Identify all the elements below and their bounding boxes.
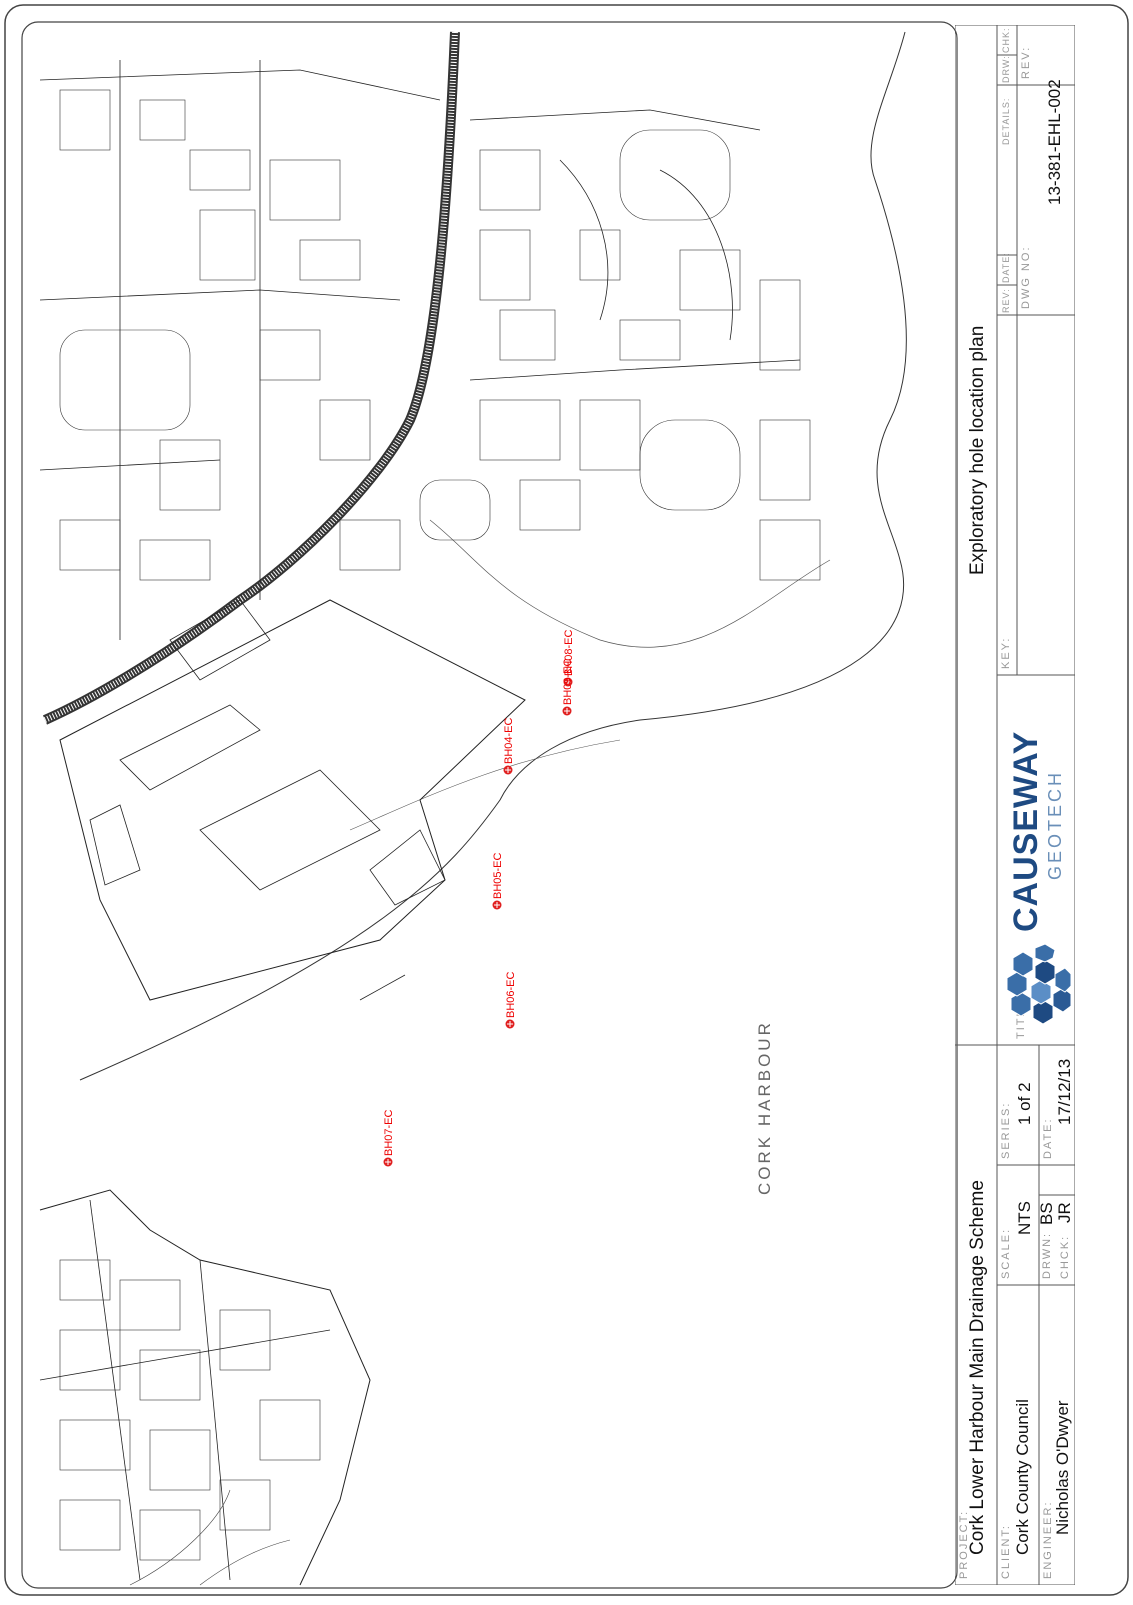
title-cell: TITLE: Exploratory hole location plan xyxy=(955,25,1027,1045)
dwg-no-cell: DWG NO: 13-381-EHL-002 xyxy=(1017,79,1075,315)
chk-cell: CHK: xyxy=(997,25,1017,55)
logo-sub-text: GEOTECH xyxy=(1045,769,1065,880)
dwg-no-value: 13-381-EHL-002 xyxy=(1045,79,1064,205)
borehole-label: BH06-EC xyxy=(505,971,517,1018)
engineer-name: Nicholas O'Dwyer xyxy=(1053,1400,1072,1535)
dock-building xyxy=(89,804,141,886)
tidal-line xyxy=(429,519,831,648)
railway xyxy=(42,31,460,725)
engineer-cell: ENGINEER: Nicholas O'Dwyer xyxy=(1039,1285,1075,1585)
drawn-label: DRWN: xyxy=(1041,1231,1053,1279)
south-shoreline xyxy=(39,1189,371,1586)
borehole-marker-bh09-ec: BH09-EC xyxy=(562,658,574,716)
logo-main-text: CAUSEWAY xyxy=(1007,730,1045,932)
drw-cell: DRW: xyxy=(997,55,1017,85)
channel-line xyxy=(349,739,621,831)
series-label: SERIES: xyxy=(1000,1101,1012,1159)
drawn-value: BS xyxy=(1037,1202,1056,1225)
date-cell: DATE: 17/12/13 xyxy=(1039,1045,1075,1165)
scale-value: NTS xyxy=(1015,1201,1034,1235)
client-name: Cork County Council xyxy=(1013,1399,1032,1555)
rev2-label: REV: xyxy=(1020,45,1032,79)
rev-cell: REV: xyxy=(997,285,1017,315)
series-value: 1 of 2 xyxy=(1015,1082,1034,1125)
drw-label: DRW: xyxy=(1001,55,1011,83)
details-cell: DETAILS: xyxy=(997,85,1017,255)
date-label: DATE: xyxy=(1042,1117,1054,1159)
rev-label: REV: xyxy=(1001,288,1011,313)
key-cell: KEY: xyxy=(997,315,1075,675)
date-value: 17/12/13 xyxy=(1055,1058,1074,1125)
railway-ties xyxy=(43,31,458,723)
title-block-lines xyxy=(955,25,1075,1585)
building-blocks xyxy=(59,89,821,581)
series-cell: SERIES: 1 of 2 xyxy=(997,1045,1039,1165)
details-label: DETAILS: xyxy=(1001,97,1011,145)
mud-line xyxy=(199,1539,291,1586)
rev-date-label: DATE: xyxy=(1001,252,1011,283)
road xyxy=(39,459,221,471)
chk-label: CHK: xyxy=(1001,27,1011,53)
borehole-marker-bh07-ec: BH07-EC xyxy=(383,1109,395,1167)
road xyxy=(39,69,441,101)
drawing-title: Exploratory hole location plan xyxy=(967,325,988,575)
south-road xyxy=(89,1199,141,1581)
road xyxy=(469,109,761,131)
low-water-line xyxy=(129,1489,231,1586)
logo-emblem-icon xyxy=(1006,943,1072,1025)
south-road xyxy=(199,1259,231,1581)
checked-label: CHCK: xyxy=(1059,1234,1071,1279)
checked-cell: CHCK: JR xyxy=(1055,1195,1075,1285)
borehole-label: BH04-EC xyxy=(503,717,515,764)
pier-head xyxy=(369,829,446,906)
dock-outline xyxy=(59,599,526,1001)
south-road xyxy=(39,1329,331,1381)
borehole-label: BH08-EC xyxy=(563,629,575,676)
borehole-label: BH07-EC xyxy=(383,1109,395,1156)
scale-cell: SCALE: NTS xyxy=(997,1165,1039,1285)
dock-building xyxy=(169,599,271,681)
borehole-marker-bh06-ec: BH06-EC xyxy=(505,971,517,1029)
water-label: CORK HARBOUR xyxy=(755,1020,774,1195)
rev-date-cell: DATE: xyxy=(997,252,1017,285)
key-label: KEY: xyxy=(1000,636,1012,669)
client-label: CLIENT: xyxy=(1000,1524,1012,1579)
borehole-label: BH09-EC xyxy=(562,658,574,705)
road xyxy=(559,159,609,321)
client-cell: CLIENT: Cork County Council xyxy=(997,1285,1039,1585)
borehole-label: BH05-EC xyxy=(492,852,504,899)
jetty xyxy=(359,974,406,1001)
road xyxy=(469,359,801,381)
borehole-marker-bh08-ec: BH08-EC xyxy=(563,629,575,687)
dock-building xyxy=(199,769,381,891)
rev2-cell: REV: xyxy=(1017,25,1075,85)
road xyxy=(39,289,401,301)
dock-building xyxy=(119,704,261,791)
title-block: PROJECT: Cork Lower Harbour Main Drainag… xyxy=(955,25,1075,1585)
borehole-marker-bh04-ec: BH04-EC xyxy=(503,717,515,775)
map-area xyxy=(39,31,907,1586)
company-logo: CAUSEWAY GEOTECH xyxy=(1001,680,1073,1030)
borehole-layer: BH04-EC BH05-EC BH06-EC BH07-EC BH08-ECBH09-… xyxy=(383,629,575,1167)
outer-border xyxy=(4,4,1129,1596)
map-frame xyxy=(21,21,958,1589)
dwg-no-label: DWG NO: xyxy=(1020,245,1032,310)
shoreline xyxy=(79,31,907,1081)
checked-value: JR xyxy=(1055,1202,1074,1223)
road xyxy=(659,169,733,341)
project-cell: PROJECT: Cork Lower Harbour Main Drainag… xyxy=(955,1045,997,1585)
borehole-marker-bh05-ec: BH05-EC xyxy=(492,852,504,910)
scale-label: SCALE: xyxy=(1000,1227,1012,1279)
south-building-blocks xyxy=(59,1259,321,1561)
project-name: Cork Lower Harbour Main Drainage Scheme xyxy=(967,1180,988,1555)
